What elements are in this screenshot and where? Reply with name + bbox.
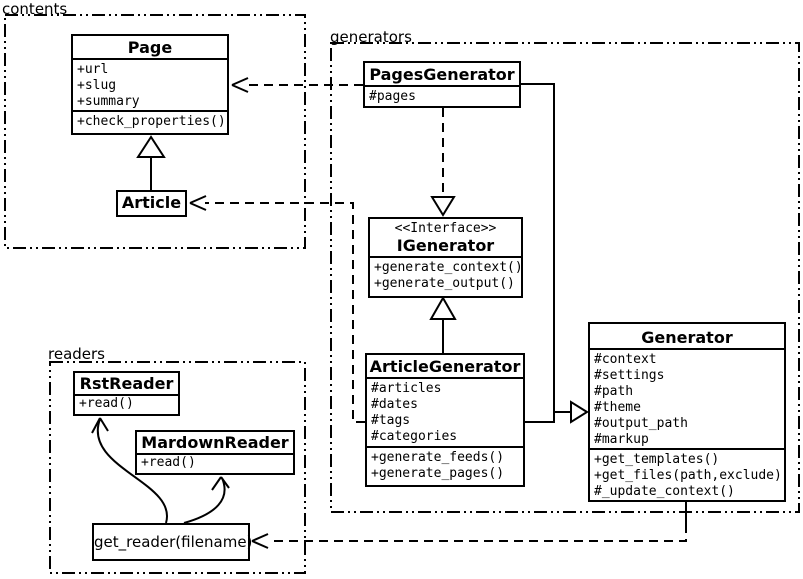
method-row: +generate_output() <box>374 276 515 291</box>
method-row: +check_properties() <box>77 114 226 129</box>
class-mardownreader-title: MardownReader <box>141 433 289 452</box>
realization-articlegenerator-to-igenerator <box>429 295 457 353</box>
package-label-contents: contents <box>2 0 68 18</box>
association-getreader-to-mardownreader <box>183 476 230 524</box>
attribute-row: #articles <box>371 381 442 396</box>
attribute-row: #tags <box>371 413 411 428</box>
dependency-articlegenerator-to-article <box>189 195 365 423</box>
class-igenerator: <<Interface>> IGenerator +generate_conte… <box>368 217 523 298</box>
dependency-pagesgenerator-to-page <box>231 77 363 93</box>
package-label-generators: generators <box>330 28 412 46</box>
association-getreader-to-rstreader <box>91 417 168 524</box>
method-row: +get_templates() <box>594 452 720 467</box>
method-row: +get_files(path,exclude) <box>594 468 782 483</box>
class-rstreader-methods: +read() <box>75 394 178 414</box>
method-row: #_update_context() <box>594 484 735 499</box>
inheritance-article-to-page <box>136 135 166 190</box>
package-border-contents <box>4 14 306 249</box>
attribute-row: +url <box>77 62 109 77</box>
class-generator-attributes: #context #settings #path #theme #output_… <box>590 348 784 448</box>
class-generator-methods: +get_templates() +get_files(path,exclude… <box>590 448 784 500</box>
method-row: +generate_context() <box>374 260 521 275</box>
attribute-row: #categories <box>371 429 458 444</box>
class-igenerator-header: <<Interface>> IGenerator <box>370 219 521 256</box>
attribute-row: #pages <box>369 89 416 104</box>
class-page-attributes: +url +slug +summary <box>73 58 227 110</box>
class-generator: Generator #context #settings #path #them… <box>588 322 786 502</box>
package-border-generators <box>330 42 800 513</box>
method-row: +generate_feeds() <box>371 450 505 465</box>
class-mardownreader-methods: +read() <box>137 453 293 473</box>
class-igenerator-stereotype: <<Interface>> <box>394 221 497 236</box>
method-row: +read() <box>141 455 196 470</box>
attribute-row: #output_path <box>594 416 688 431</box>
class-article: Article <box>116 190 187 217</box>
package-border-readers <box>49 361 306 574</box>
attribute-row: #dates <box>371 397 418 412</box>
class-rstreader-title: RstReader <box>79 374 174 393</box>
package-label-readers: readers <box>48 345 105 363</box>
attribute-row: #path <box>594 384 634 399</box>
class-articlegenerator-title: ArticleGenerator <box>369 357 521 376</box>
class-mardownreader: MardownReader +read() <box>135 430 295 475</box>
attribute-row: #context <box>594 352 657 367</box>
class-pagesgenerator: PagesGenerator #pages <box>363 61 521 108</box>
class-pagesgenerator-title: PagesGenerator <box>369 65 515 84</box>
method-row: +generate_pages() <box>371 466 505 481</box>
function-get-reader-label: get_reader(filename) <box>94 533 253 551</box>
attribute-row: #theme <box>594 400 641 415</box>
class-article-title: Article <box>121 193 182 212</box>
class-articlegenerator-attributes: #articles #dates #tags #categories <box>367 377 523 446</box>
attribute-row: #settings <box>594 368 665 383</box>
method-row: +read() <box>79 396 134 411</box>
attribute-row: +summary <box>77 94 140 109</box>
dependency-generator-to-getreader <box>251 502 687 549</box>
class-pagesgenerator-attributes: #pages <box>365 85 519 106</box>
function-get-reader: get_reader(filename) <box>92 523 253 561</box>
attribute-row: +slug <box>77 78 117 93</box>
inheritance-generators-to-generator <box>521 83 589 424</box>
attribute-row: #markup <box>594 432 649 447</box>
class-generator-title: Generator <box>641 328 733 347</box>
class-igenerator-methods: +generate_context() +generate_output() <box>370 256 521 296</box>
class-rstreader: RstReader +read() <box>73 371 180 416</box>
realization-pagesgenerator-to-igenerator <box>430 108 456 217</box>
class-page: Page +url +slug +summary +check_properti… <box>71 34 229 135</box>
class-articlegenerator: ArticleGenerator #articles #dates #tags … <box>365 353 525 487</box>
class-igenerator-title: IGenerator <box>396 236 495 255</box>
class-articlegenerator-methods: +generate_feeds() +generate_pages() <box>367 446 523 485</box>
class-page-title: Page <box>127 38 173 57</box>
class-page-methods: +check_properties() <box>73 110 227 133</box>
